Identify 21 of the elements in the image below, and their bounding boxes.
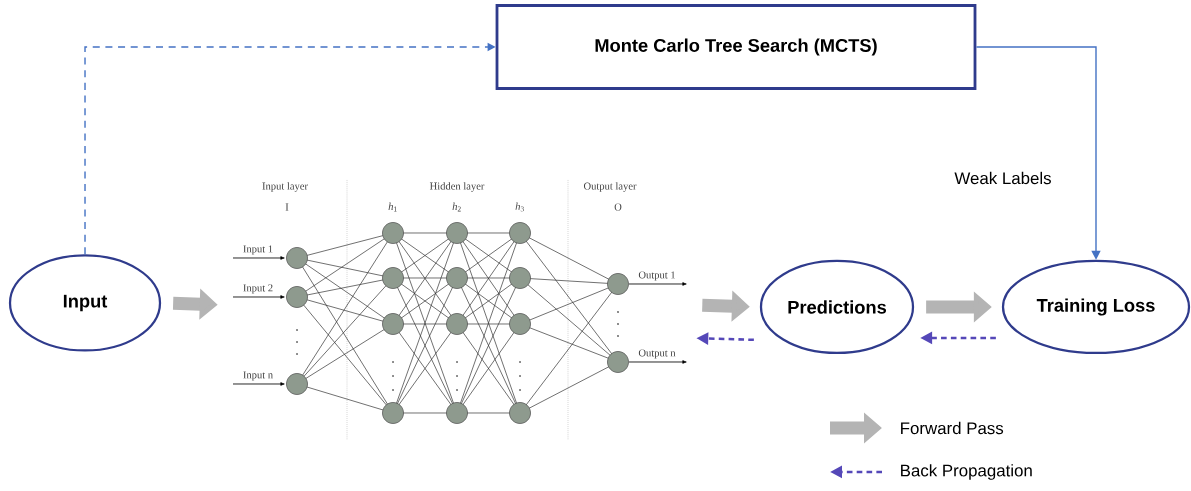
layer-heading: Output layer	[583, 182, 637, 192]
legend-label: Back Propagation	[901, 464, 1032, 480]
layer-symbol: I	[285, 203, 289, 211]
layer-symbol: h$_{3}$	[515, 202, 524, 212]
input-label: Input n	[243, 371, 273, 381]
output-label: Output n	[638, 349, 676, 359]
neural-network-drawing	[232, 179, 687, 441]
layer-symbol: h$_{2}$	[452, 202, 461, 212]
layer-symbol: O	[614, 203, 622, 211]
input-label: Input 1	[243, 245, 273, 255]
ellipse-node: Training Loss	[1001, 259, 1191, 355]
output-label: Output 1	[638, 271, 675, 281]
legend-label: Forward Pass	[901, 421, 1004, 435]
layer-symbol: h$_{1}$	[388, 202, 397, 212]
ellipse-node: Predictions	[759, 259, 915, 355]
layer-heading: Input layer	[262, 182, 308, 192]
input-label: Input 2	[243, 284, 273, 294]
ellipse-node: Input	[8, 254, 162, 352]
process-box: Monte Carlo Tree Search (MCTS)	[495, 4, 977, 90]
layer-heading: Hidden layer	[429, 182, 485, 192]
edge-label: Weak Labels	[953, 170, 1053, 186]
